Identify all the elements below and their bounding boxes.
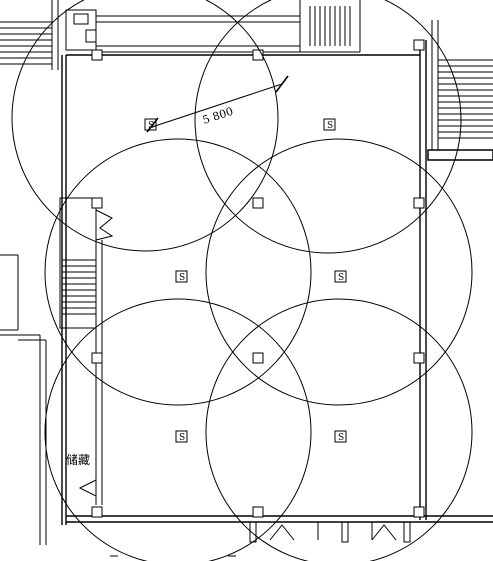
svg-text:S: S [148,121,154,131]
right-stair-band [427,20,493,161]
svg-text:S: S [179,273,185,283]
sensor-symbol: S [175,430,188,443]
svg-text:S: S [327,121,333,131]
coverage-circle-3 [44,138,312,406]
radius-dimension [146,75,289,133]
left-stair-band [0,21,52,65]
sensor-symbol: S [175,270,188,283]
sensor-symbol: S [334,430,347,443]
bottom-doors [110,521,411,557]
column-markers [91,39,425,518]
coverage-circle-1 [11,0,279,252]
coverage-circle-5 [44,298,312,561]
sensor-symbol: S [144,118,157,131]
svg-text:S: S [338,433,344,443]
dimension-label: 5 800 [201,105,235,127]
sensor-symbols: S S S S S S [144,118,347,443]
svg-text:S: S [338,273,344,283]
coverage-circle-6 [205,298,473,561]
coverage-circle-4 [205,138,473,406]
svg-text:S: S [179,433,185,443]
left-stair-partition [0,197,114,545]
sensor-symbol: S [334,270,347,283]
top-corridor [51,0,361,70]
sensor-symbol: S [323,118,336,131]
top-stair-hatch [309,6,351,46]
room-label-storage: 储藏 [66,452,90,467]
coverage-circle-2 [194,0,462,254]
coverage-circles [11,0,473,561]
